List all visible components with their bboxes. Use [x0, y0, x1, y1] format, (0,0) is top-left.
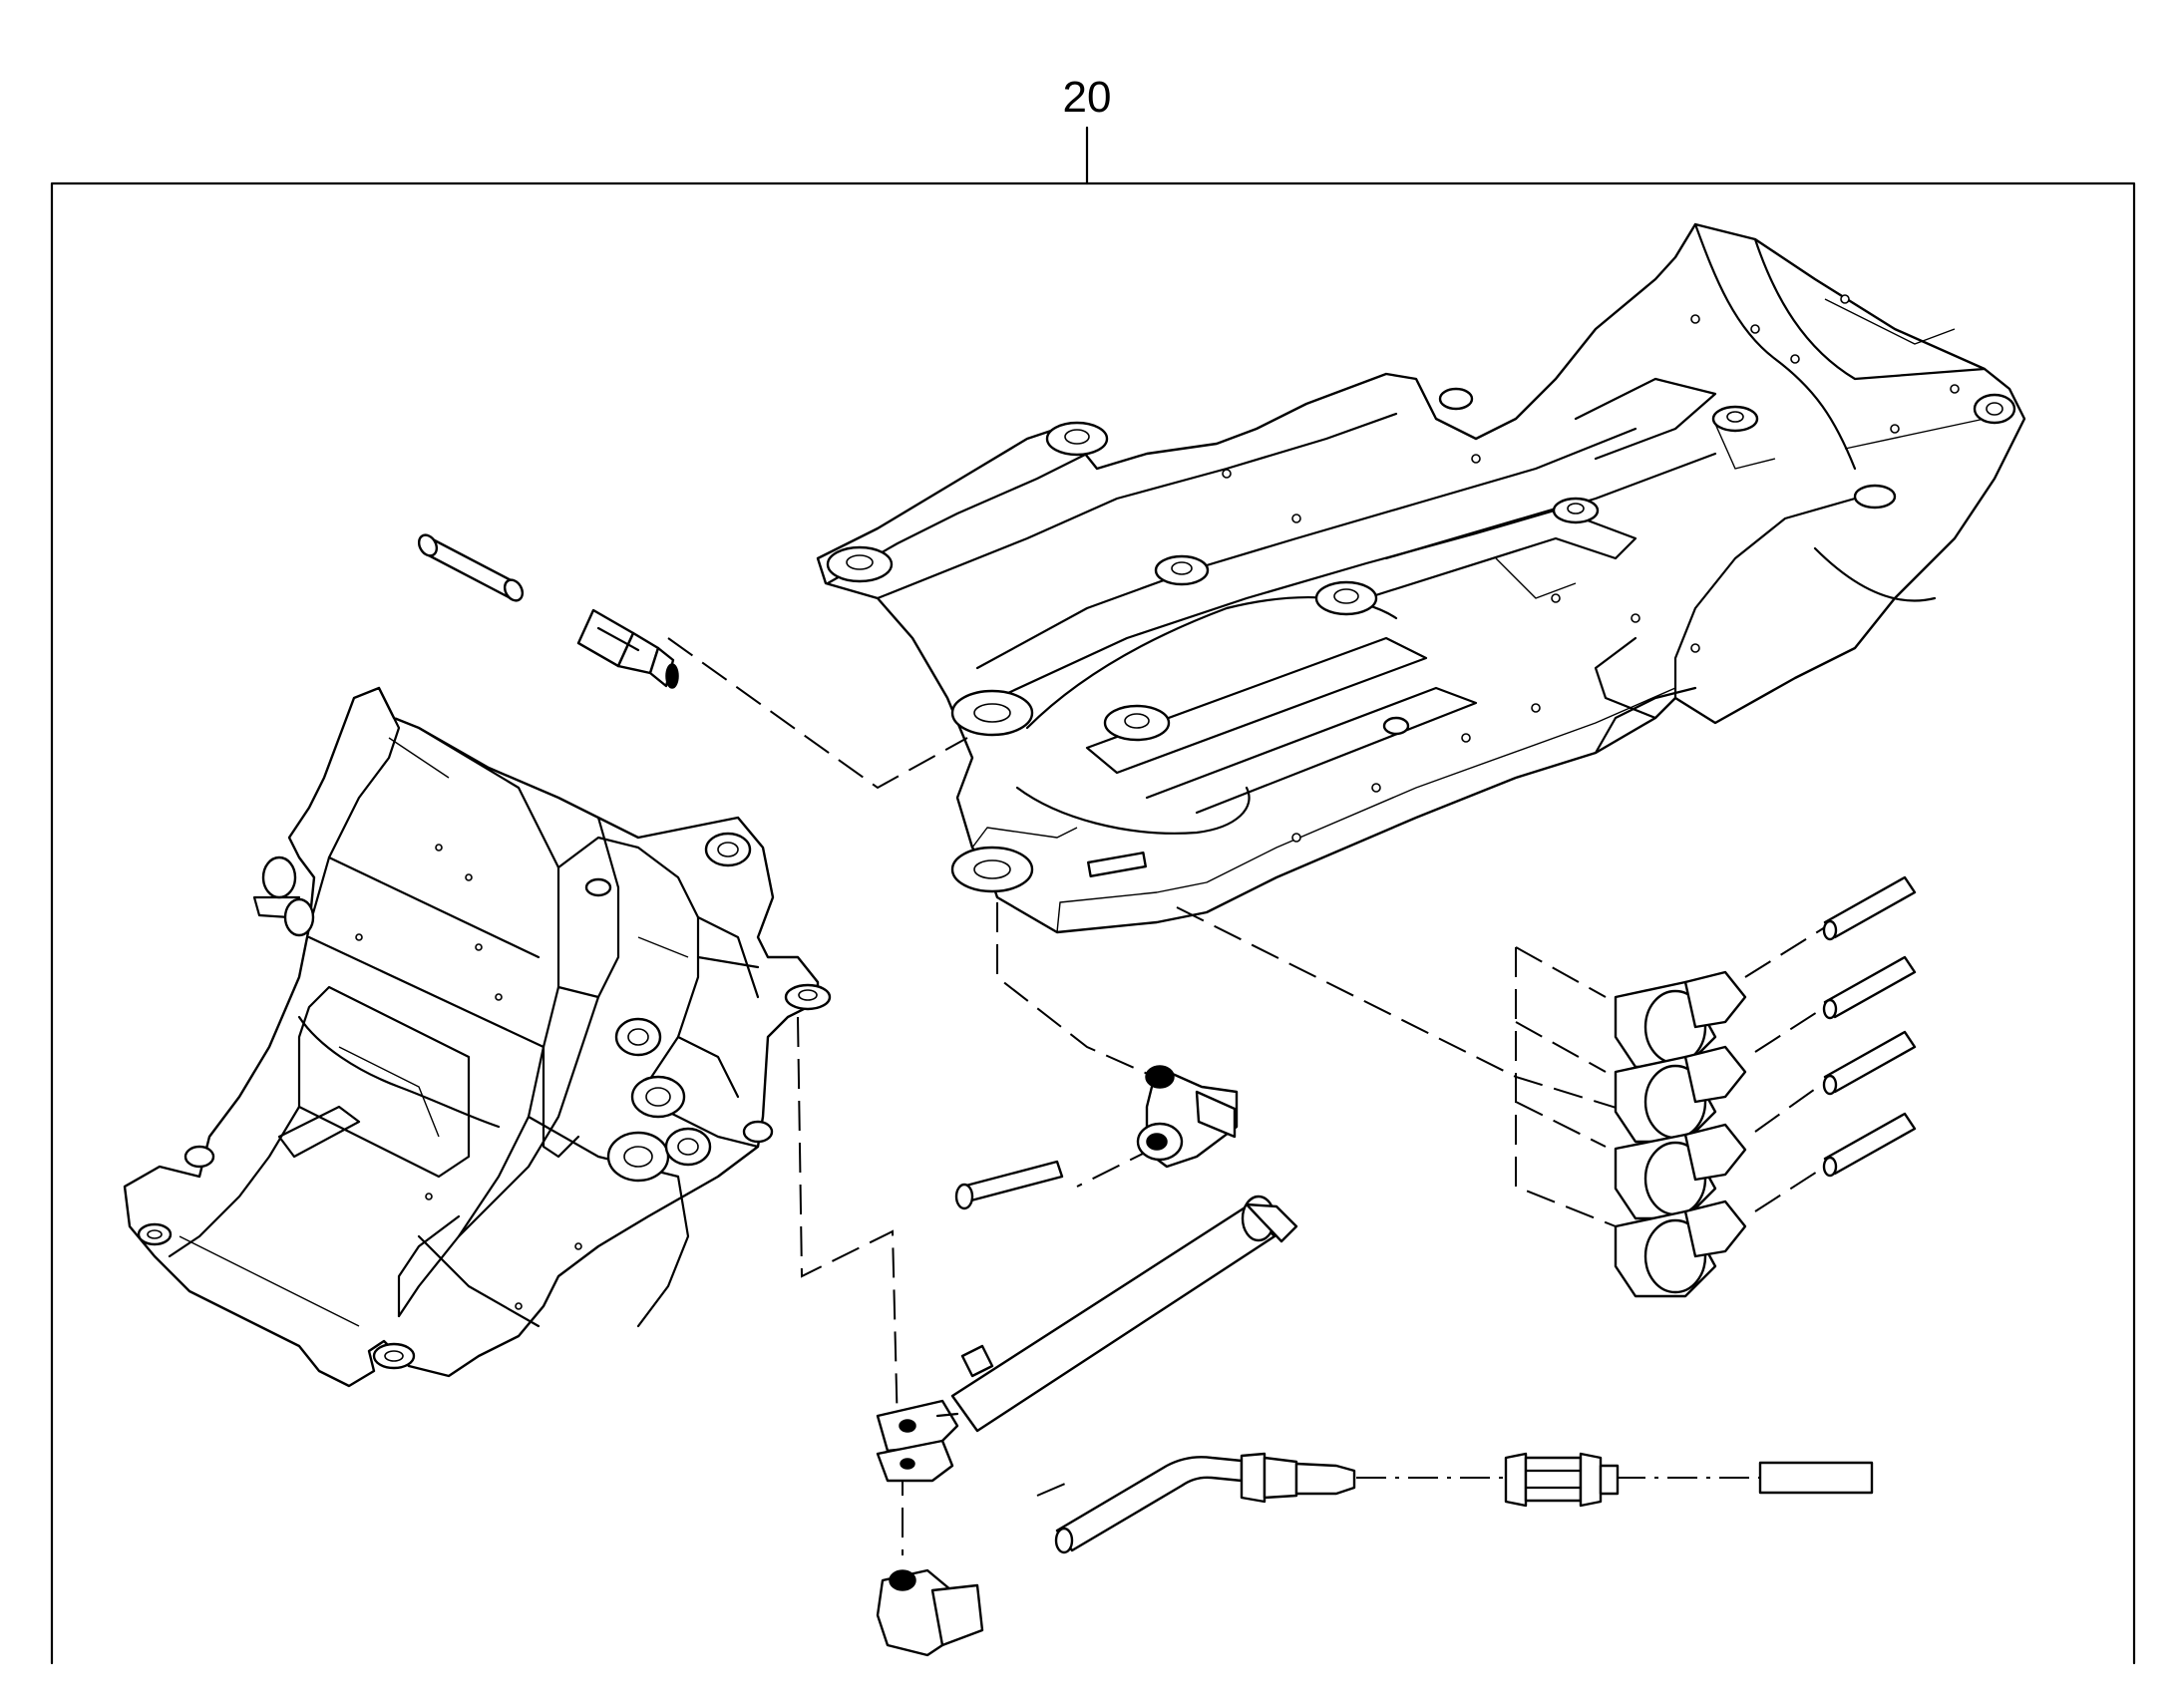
rear-chassis-frame[interactable]	[816, 222, 2026, 934]
assembly-bracket	[50, 126, 2136, 1665]
hose-sleeve[interactable]	[1822, 875, 1917, 1178]
callout-label: 20	[1063, 73, 1112, 122]
hydraulic-cylinder[interactable]	[876, 1195, 1298, 1483]
elbow-fitting[interactable]	[954, 1065, 1239, 1210]
front-chassis-frame[interactable]	[123, 686, 832, 1388]
straight-fitting[interactable]	[416, 531, 679, 689]
hose-assembly[interactable]	[876, 1452, 1874, 1657]
fitting-group[interactable]	[1614, 970, 1747, 1298]
leader-lines	[667, 637, 1826, 1555]
